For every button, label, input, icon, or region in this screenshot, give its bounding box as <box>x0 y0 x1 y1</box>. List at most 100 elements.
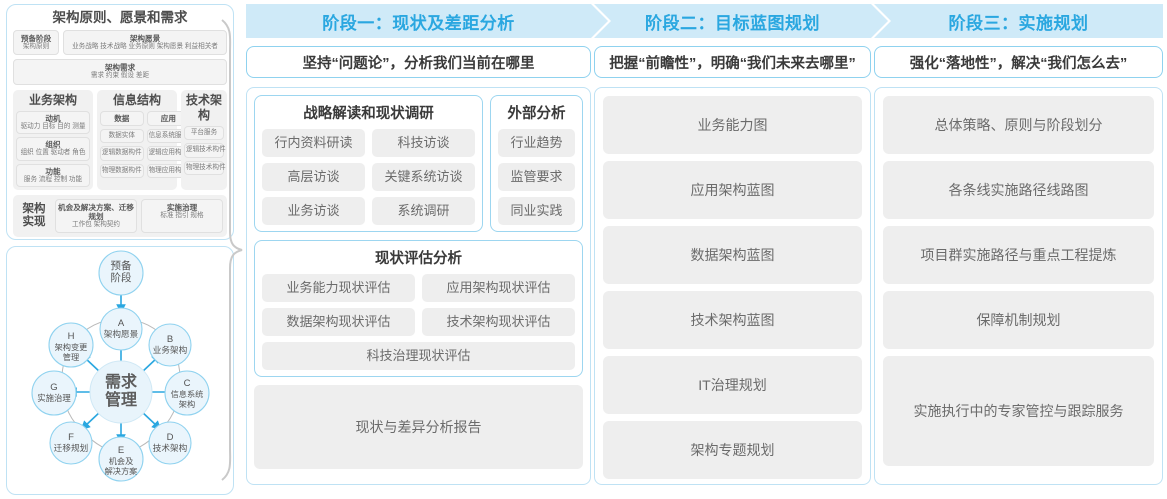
list-item[interactable]: 技术架构蓝图 <box>603 291 862 349</box>
column-information-title: 信息结构 <box>112 92 161 107</box>
phase-1-report[interactable]: 现状与差异分析报告 <box>254 385 583 469</box>
pill-row: 数据架构现状评估 技术架构现状评估 <box>262 308 575 336</box>
phase-2-column: 阶段二：目标蓝图规划 把握“前瞻性”，明确“我们未来去哪里” 业务能力图 应用架… <box>594 4 888 485</box>
pill-item[interactable]: 数据架构现状评估 <box>262 308 415 336</box>
box-data-entity: 数据实体 <box>100 128 144 144</box>
box-architecture-vision: 架构愿景 业务战略 技术战略 业务原则 架构愿景 利益相关者 <box>63 30 227 56</box>
list-item[interactable]: 项目群实施路径与重点工程提炼 <box>883 226 1154 284</box>
list-item[interactable]: 实施执行中的专家管控与跟踪服务 <box>883 356 1154 466</box>
svg-text:实施治理: 实施治理 <box>37 393 71 403</box>
box-physical-data-component: 物理数据构件 <box>100 163 144 179</box>
phase-3-column: 阶段三：实施规划 强化“落地性”，解决“我们怎么去” 总体策略、原则与阶段划分 … <box>874 4 1163 485</box>
box-logical-application-component: 逻辑应用构件 <box>146 146 191 161</box>
group-strategy-research: 战略解读和现状调研 行内资料研读 科技访谈 高层访谈 关键系统访谈 业务访谈 系… <box>254 95 483 232</box>
column-technology-title: 技术架构 <box>185 92 222 122</box>
pill-item[interactable]: 科技治理现状评估 <box>262 342 575 370</box>
list-item[interactable]: 业务能力图 <box>603 96 862 154</box>
phase-1-title: 阶段一：现状及差距分析 <box>322 13 515 33</box>
togaf-content-framework: 架构原则、愿景和需求 预备阶段 架构原则 架构愿景 业务战略 技术战略 业务原则… <box>6 4 234 240</box>
phase-2-subtitle: 把握“前瞻性”，明确“我们未来去哪里” <box>594 46 871 78</box>
phase-3-subtitle: 强化“落地性”，解决“我们怎么去” <box>874 46 1163 78</box>
svg-text:架构愿景: 架构愿景 <box>104 328 139 339</box>
pill-item[interactable]: 监管要求 <box>498 163 575 191</box>
svg-text:需求: 需求 <box>105 372 138 391</box>
column-business-boxes: 动机 驱动力 目标 目的 测量 组织 组织 位置 驱动者 角色 功能 服务 流程… <box>16 110 90 188</box>
pill-item[interactable]: 业务能力现状评估 <box>262 274 415 302</box>
list-item[interactable]: 应用架构蓝图 <box>603 161 862 219</box>
pill-item[interactable]: 科技访谈 <box>372 129 475 157</box>
bracket-connector <box>218 18 254 482</box>
svg-text:阶段: 阶段 <box>111 271 132 284</box>
svg-text:F: F <box>68 432 74 443</box>
svg-text:解决方案: 解决方案 <box>105 466 138 476</box>
svg-text:机会及: 机会及 <box>109 456 134 466</box>
svg-text:信息系统: 信息系统 <box>171 389 204 399</box>
pill-item[interactable]: 关键系统访谈 <box>372 163 475 191</box>
svg-text:G: G <box>50 382 57 393</box>
box-organization: 组织 组织 位置 驱动者 角色 <box>16 137 90 161</box>
box-vision-head: 架构愿景 <box>129 34 161 43</box>
pill-item[interactable]: 同业实践 <box>498 197 575 225</box>
group-external-analysis: 外部分析 行业趋势 监管要求 同业实践 <box>490 95 583 232</box>
box-motivation: 动机 驱动力 目标 目的 测量 <box>16 110 90 135</box>
pill-row: 科技治理现状评估 <box>262 342 575 370</box>
left-framework-panel: 架构原则、愿景和需求 预备阶段 架构原则 架构愿景 业务战略 技术战略 业务原则… <box>6 4 234 495</box>
architecture-realization-label: 架构实现 <box>22 203 46 229</box>
column-technology-boxes: 平台服务 逻辑技术构件 物理技术构件 <box>184 125 226 176</box>
chevron-right-icon <box>871 4 888 38</box>
box-data: 数据 <box>100 110 144 126</box>
svg-text:架构: 架构 <box>179 399 195 409</box>
bracket-icon <box>221 19 243 481</box>
adm-cycle-svg: 需求 管理 预备 阶段 A 架构愿景 B 业务架构 C <box>31 250 210 482</box>
phase-1-body: 战略解读和现状调研 行内资料研读 科技访谈 高层访谈 关键系统访谈 业务访谈 系… <box>246 87 591 485</box>
column-business-title: 业务架构 <box>28 92 77 107</box>
box-opportunities-migration: 机会及解决方案、迁移规划 工作包 架构契约 <box>55 199 137 234</box>
box-implementation-governance: 实施治理 标准 指引 规格 <box>141 199 223 234</box>
box-requirements-sub: 需求 约束 假设 差距 <box>90 72 150 80</box>
svg-text:业务架构: 业务架构 <box>153 344 188 355</box>
box-prep-sub: 架构原则 <box>22 43 50 50</box>
list-item[interactable]: 数据架构蓝图 <box>603 226 862 284</box>
pill-item[interactable]: 应用架构现状评估 <box>422 274 575 302</box>
framework-row-vision: 预备阶段 架构原则 架构愿景 业务战略 技术战略 业务原则 架构愿景 利益相关者 <box>13 30 227 56</box>
svg-text:A: A <box>118 318 125 329</box>
box-requirements-head: 架构需求 <box>104 63 136 73</box>
phase-2-header: 阶段二：目标蓝图规划 <box>594 4 888 38</box>
framework-title: 架构原则、愿景和需求 <box>52 10 188 25</box>
pill-row: 行内资料研读 科技访谈 <box>262 129 475 157</box>
pill-row: 业务访谈 系统调研 <box>262 197 475 225</box>
phase-3-body: 总体策略、原则与阶段划分 各条线实施路径线路图 项目群实施路径与重点工程提炼 保… <box>874 87 1163 485</box>
list-item[interactable]: 各条线实施路径线路图 <box>883 161 1154 219</box>
phase-1-column: 阶段一：现状及差距分析 坚持“问题论”，分析我们当前在哪里 战略解读和现状调研 … <box>246 4 608 485</box>
chevron-right-icon <box>591 4 608 38</box>
box-prep-head: 预备阶段 <box>20 34 52 43</box>
phase-3-title: 阶段三：实施规划 <box>948 13 1089 33</box>
group-external-analysis-title: 外部分析 <box>507 106 566 122</box>
column-data-boxes: 数据 数据实体 逻辑数据构件 物理数据构件 <box>100 110 144 179</box>
pill-item[interactable]: 业务访谈 <box>262 197 365 225</box>
list-item[interactable]: 保障机制规划 <box>883 291 1154 349</box>
column-information-structure: 信息结构 数据 数据实体 逻辑数据构件 <box>97 89 191 191</box>
phase-2-body: 业务能力图 应用架构蓝图 数据架构蓝图 技术架构蓝图 IT治理规划 架构专题规划 <box>594 87 871 485</box>
list-item[interactable]: IT治理规划 <box>603 356 862 414</box>
adm-cycle-diagram: 需求 管理 预备 阶段 A 架构愿景 B 业务架构 C <box>7 247 235 496</box>
pill-item[interactable]: 高层访谈 <box>262 163 365 191</box>
pill-item[interactable]: 系统调研 <box>372 197 475 225</box>
phase-2-title: 阶段二：目标蓝图规划 <box>645 13 820 33</box>
list-item[interactable]: 总体策略、原则与阶段划分 <box>883 96 1154 154</box>
svg-text:E: E <box>118 445 124 456</box>
architecture-realization-row: 架构实现 机会及解决方案、迁移规划 工作包 架构契约 实施治理 标准 指引 规格 <box>13 195 227 238</box>
box-physical-technology-component: 物理技术构件 <box>184 160 226 176</box>
box-function: 功能 服务 流程 控制 功能 <box>16 163 90 188</box>
svg-text:迁移规划: 迁移规划 <box>54 442 88 453</box>
svg-text:管理: 管理 <box>105 390 137 409</box>
pill-row: 业务能力现状评估 应用架构现状评估 <box>262 274 575 302</box>
list-item[interactable]: 架构专题规划 <box>603 421 862 479</box>
pill-item[interactable]: 技术架构现状评估 <box>422 308 575 336</box>
pill-item[interactable]: 行内资料研读 <box>262 129 365 157</box>
pill-item[interactable]: 行业趋势 <box>498 129 575 157</box>
svg-text:管理: 管理 <box>63 352 79 362</box>
svg-text:B: B <box>167 334 173 345</box>
group-current-state-assessment: 现状评估分析 业务能力现状评估 应用架构现状评估 数据架构现状评估 技术架构现状… <box>254 240 583 377</box>
